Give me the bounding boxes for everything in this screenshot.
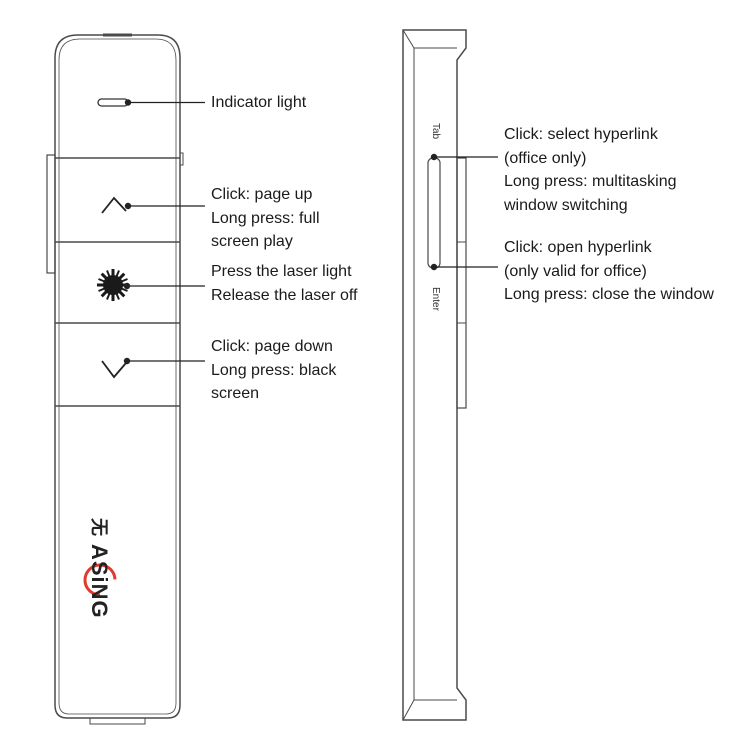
enter-function-label: Click: open hyperlink (only valid for of… bbox=[504, 236, 714, 307]
page-down-line-2: Long press: black bbox=[211, 361, 337, 379]
tab-enter-rocker bbox=[427, 157, 441, 269]
enter-label: Enter bbox=[430, 287, 441, 312]
page-down-line-1: Click: page down bbox=[211, 338, 333, 355]
laser-label: Press the laser light Release the laser … bbox=[211, 260, 357, 307]
tab-label: Tab bbox=[430, 123, 441, 140]
tab-label-group: Tab bbox=[430, 123, 441, 140]
page-down-icon bbox=[101, 360, 127, 379]
side-button-strip bbox=[456, 157, 467, 409]
enter-callout bbox=[430, 263, 498, 271]
page-up-line-2: Long press: full bbox=[211, 209, 320, 227]
indicator-light-label: Indicator light bbox=[211, 91, 306, 115]
page-up-icon bbox=[101, 196, 127, 214]
page-up-label: Click: page up Long press: full screen p… bbox=[211, 183, 320, 254]
enter-function-line-3: Long press: close the window bbox=[504, 286, 714, 303]
indicator-light bbox=[97, 98, 205, 107]
tab-function-label: Click: select hyperlink (office only) Lo… bbox=[504, 123, 677, 217]
laser-button bbox=[97, 269, 205, 301]
logo-brand-text: ASiNG bbox=[87, 544, 112, 619]
tab-function-line-4: window switching bbox=[504, 196, 628, 214]
tab-callout bbox=[430, 153, 498, 161]
presenter-front-view bbox=[46, 33, 184, 725]
bottom-port bbox=[89, 717, 146, 725]
page-up-button bbox=[101, 196, 205, 214]
laser-icon bbox=[97, 269, 129, 301]
logo-glyph: 无 bbox=[88, 518, 109, 536]
indicator-light-line-1: Indicator light bbox=[211, 94, 307, 111]
presenter-body-outline bbox=[54, 34, 181, 719]
side-body-outline bbox=[402, 29, 467, 721]
logo-ring bbox=[83, 563, 117, 597]
page-up-line-3: screen play bbox=[211, 233, 293, 250]
tab-function-line-3: Long press: multitasking bbox=[504, 173, 677, 190]
page-down-button bbox=[101, 357, 205, 379]
page-up-line-1: Click: page up bbox=[211, 186, 313, 203]
presenter-inner-outline bbox=[58, 38, 177, 715]
tab-function-line-2: (office only) bbox=[504, 149, 587, 167]
tab-function-line-1: Click: select hyperlink bbox=[504, 126, 658, 143]
enter-label-group: Enter bbox=[430, 287, 441, 312]
indicator-light-shape bbox=[97, 98, 129, 107]
side-clip bbox=[46, 154, 56, 274]
laser-line-1: Press the laser light bbox=[211, 263, 352, 280]
laser-line-2: Release the laser off bbox=[211, 286, 358, 304]
side-nub bbox=[179, 152, 184, 166]
enter-function-line-2: (only valid for office) bbox=[504, 262, 647, 280]
enter-function-line-1: Click: open hyperlink bbox=[504, 239, 652, 256]
page-down-label: Click: page down Long press: black scree… bbox=[211, 335, 336, 406]
page-down-line-3: screen bbox=[211, 385, 260, 402]
brand-logo: ASiNG 无 bbox=[83, 518, 117, 619]
